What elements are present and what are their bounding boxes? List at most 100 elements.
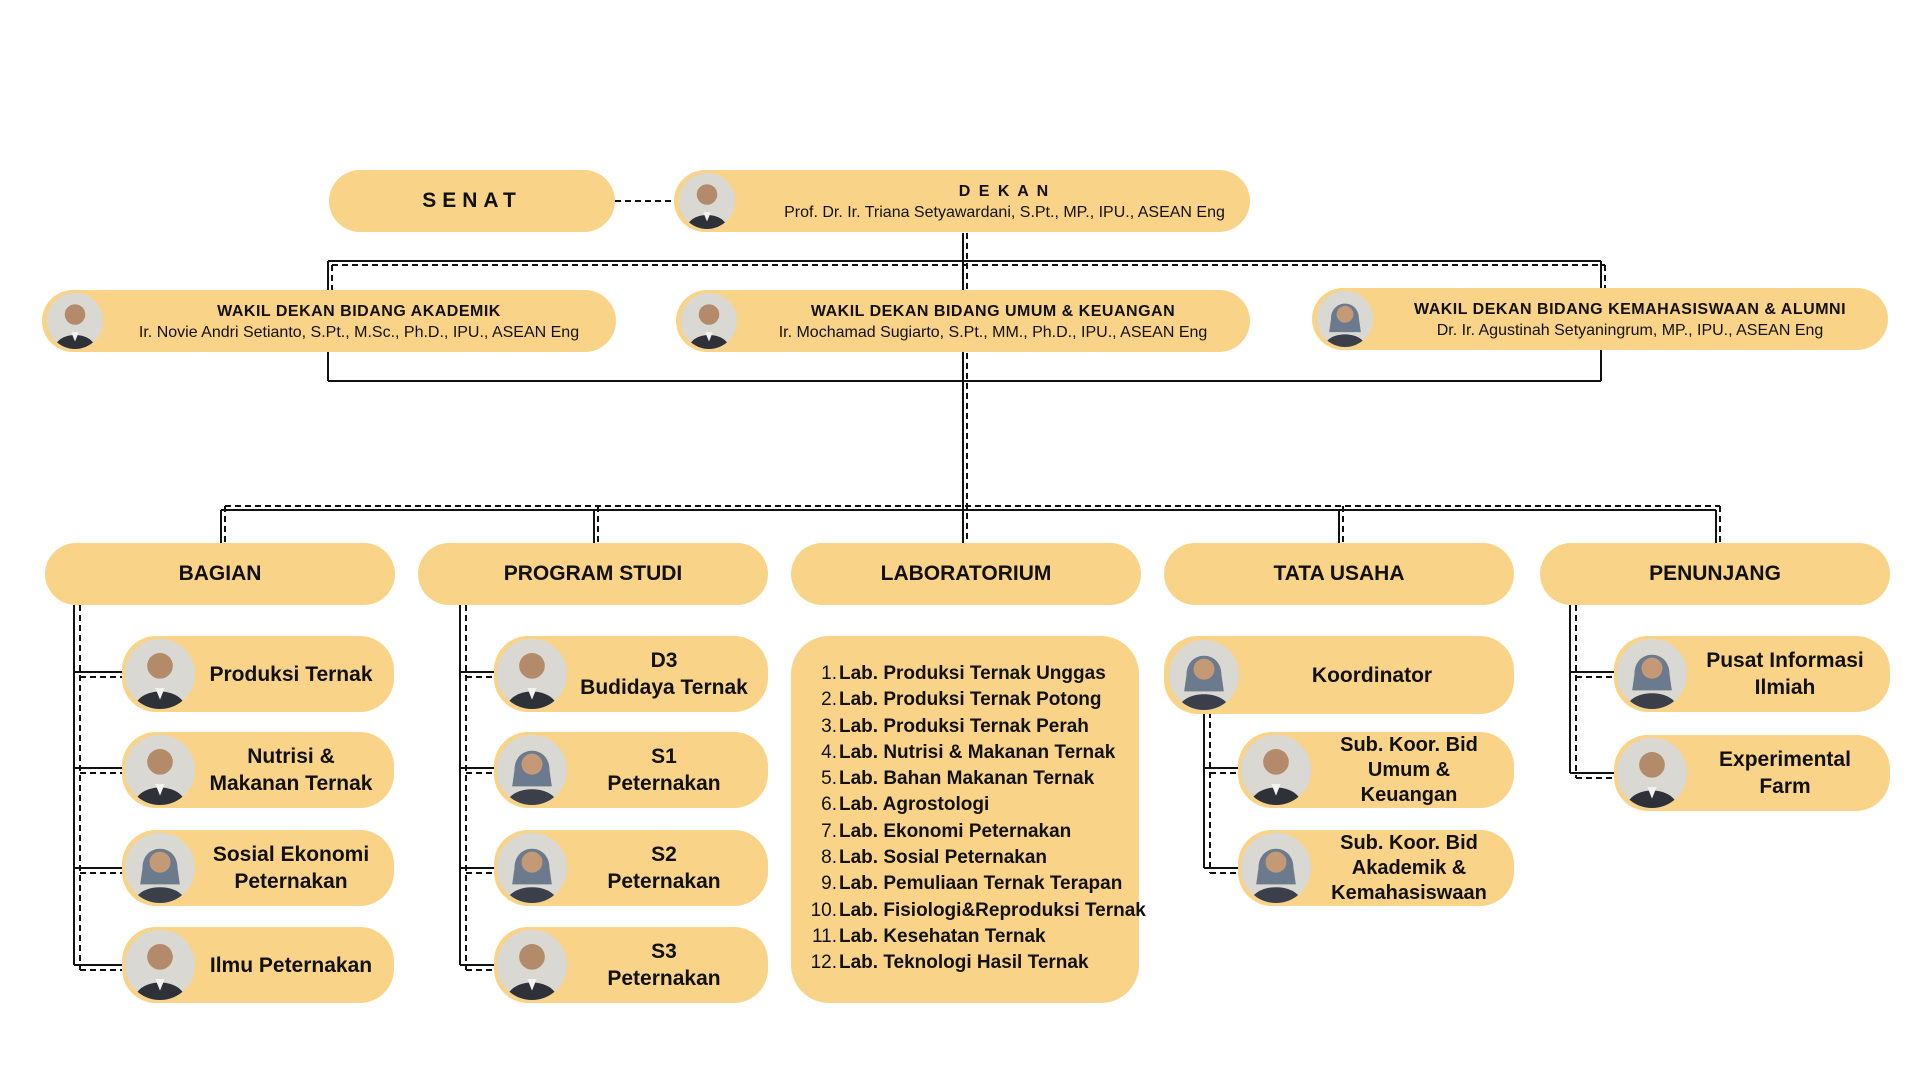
- unit-bagian-label: BAGIAN: [178, 562, 262, 585]
- prodi-item-line: S3: [651, 940, 677, 963]
- unit-penunjang-label: PENUNJANG: [1649, 562, 1781, 585]
- bagian-item-line: Nutrisi &: [247, 745, 335, 768]
- dekan-box: D E K A N Prof. Dr. Ir. Triana Setyaward…: [674, 170, 1250, 232]
- prodi-item-line: Peternakan: [607, 870, 721, 893]
- unit-penunjang: PENUNJANG: [1540, 543, 1890, 605]
- unit-laboratorium: LABORATORIUM: [791, 543, 1141, 605]
- unit-program-studi: PROGRAM STUDI: [418, 543, 768, 605]
- bagian-avatar: [122, 732, 198, 808]
- senat-box: SENAT: [329, 170, 615, 232]
- wakil-dekan-akademik-name: Ir. Novie Andri Setianto, S.Pt., M.Sc., …: [138, 324, 580, 341]
- prodi-avatar: [494, 636, 570, 712]
- prodi-avatar: [494, 830, 570, 906]
- lab-item: 6.Lab. Agrostologi: [803, 792, 1146, 818]
- unit-laboratorium-label: LABORATORIUM: [880, 562, 1052, 585]
- lab-item: 1.Lab. Produksi Ternak Unggas: [803, 661, 1146, 687]
- penunjang-item-line: Experimental: [1719, 748, 1851, 771]
- wakil-dekan-kemahasiswaan-title: WAKIL DEKAN BIDANG KEMAHASISWAAN & ALUMN…: [1413, 301, 1847, 318]
- lab-item-number: 3.: [821, 715, 837, 737]
- lab-item-number: 8.: [821, 847, 837, 869]
- prodi-item-line: Peternakan: [607, 967, 721, 990]
- penunjang-item-line: Ilmiah: [1754, 676, 1816, 699]
- tata-usaha-sub-line: Sub. Koor. Bid: [1340, 831, 1478, 854]
- unit-bagian: BAGIAN: [45, 543, 395, 605]
- lab-item: 8.Lab. Sosial Peternakan: [803, 845, 1146, 871]
- wakil-dekan-umum-box: WAKIL DEKAN BIDANG UMUM & KEUANGAN Ir. M…: [676, 290, 1250, 352]
- wakil-dekan-umum-title: WAKIL DEKAN BIDANG UMUM & KEUANGAN: [810, 303, 1176, 320]
- lab-item-number: 7.: [821, 820, 837, 842]
- prodi-item-line: S1: [651, 745, 677, 768]
- lab-item-number: 4.: [821, 741, 837, 763]
- lab-item-name: Lab. Bahan Makanan Ternak: [839, 768, 1095, 790]
- wakil-dekan-akademik-avatar: [44, 290, 106, 352]
- bagian-item-line: Ilmu Peternakan: [209, 953, 373, 977]
- penunjang-item-line: Farm: [1759, 775, 1811, 798]
- lab-item: 9.Lab. Pemuliaan Ternak Terapan: [803, 871, 1146, 897]
- lab-item-name: Lab. Nutrisi & Makanan Ternak: [839, 741, 1116, 763]
- tata-usaha-sub-line: Umum &: [1367, 758, 1451, 781]
- penunjang-avatar: [1614, 636, 1690, 712]
- lab-item-name: Lab. Produksi Ternak Potong: [839, 689, 1102, 711]
- bagian-avatar: [122, 636, 198, 712]
- wakil-dekan-kemahasiswaan-box: WAKIL DEKAN BIDANG KEMAHASISWAAN & ALUMN…: [1312, 288, 1888, 350]
- lab-item: 5.Lab. Bahan Makanan Ternak: [803, 766, 1146, 792]
- unit-tata-usaha: TATA USAHA: [1164, 543, 1514, 605]
- lab-item-name: Lab. Teknologi Hasil Ternak: [839, 952, 1089, 974]
- lab-item: 4.Lab. Nutrisi & Makanan Ternak: [803, 740, 1146, 766]
- lab-item-number: 9.: [821, 873, 837, 895]
- bagian-item-line: Makanan Ternak: [209, 772, 373, 795]
- dekan-avatar: [676, 170, 738, 232]
- laboratorium-list: 1.Lab. Produksi Ternak Unggas 2.Lab. Pro…: [803, 661, 1146, 977]
- tata-usaha-sub-line: Akademik &: [1351, 856, 1467, 879]
- wakil-dekan-kemahasiswaan-avatar: [1314, 288, 1376, 350]
- lab-item-name: Lab. Sosial Peternakan: [839, 847, 1048, 869]
- tata-usaha-sub-avatar: [1238, 732, 1314, 808]
- lab-item-number: 12.: [810, 952, 837, 974]
- lab-item: 12.Lab. Teknologi Hasil Ternak: [803, 950, 1146, 976]
- wakil-dekan-akademik-box: WAKIL DEKAN BIDANG AKADEMIK Ir. Novie An…: [42, 290, 616, 352]
- lab-item-number: 2.: [821, 689, 837, 711]
- prodi-avatar: [494, 927, 570, 1003]
- unit-tata-usaha-label: TATA USAHA: [1273, 562, 1405, 585]
- wakil-dekan-umum-avatar: [678, 290, 740, 352]
- prodi-item-line: Peternakan: [607, 772, 721, 795]
- lab-item-name: Lab. Agrostologi: [839, 794, 990, 816]
- senat-label: SENAT: [422, 189, 522, 212]
- tata-usaha-sub-avatar: [1238, 830, 1314, 906]
- penunjang-avatar: [1614, 735, 1690, 811]
- lab-item-name: Lab. Pemuliaan Ternak Terapan: [839, 873, 1123, 895]
- lab-item-name: Lab. Produksi Ternak Perah: [839, 715, 1089, 737]
- koordinator-avatar: [1166, 637, 1242, 713]
- tata-usaha-sub-line: Kemahasiswaan: [1331, 881, 1487, 904]
- lab-item-number: 11.: [811, 925, 837, 947]
- penunjang-item-line: Pusat Informasi: [1706, 649, 1864, 672]
- lab-item: 11.Lab. Kesehatan Ternak: [803, 924, 1146, 950]
- tata-usaha-sub-line: Sub. Koor. Bid: [1340, 733, 1478, 756]
- bagian-item-line: Peternakan: [234, 870, 348, 893]
- lab-item-number: 10.: [810, 899, 837, 921]
- lab-item: 7.Lab. Ekonomi Peternakan: [803, 819, 1146, 845]
- prodi-item-line: S2: [651, 843, 677, 866]
- lab-item-number: 6.: [821, 794, 837, 816]
- lab-item: 10.Lab. Fisiologi&Reproduksi Ternak: [803, 898, 1146, 924]
- unit-program-studi-label: PROGRAM STUDI: [503, 562, 683, 585]
- lab-item-name: Lab. Ekonomi Peternakan: [839, 820, 1072, 842]
- wakil-dekan-akademik-title: WAKIL DEKAN BIDANG AKADEMIK: [217, 303, 501, 320]
- prodi-avatar: [494, 732, 570, 808]
- prodi-item-line: D3: [650, 649, 678, 672]
- lab-item: 2.Lab. Produksi Ternak Potong: [803, 687, 1146, 713]
- lab-item-number: 5.: [821, 768, 837, 790]
- lab-item: 3.Lab. Produksi Ternak Perah: [803, 714, 1146, 740]
- lab-item-number: 1.: [821, 663, 837, 684]
- lab-item-name: Lab. Produksi Ternak Unggas: [839, 663, 1106, 684]
- tata-usaha-koordinator-label: Koordinator: [1311, 663, 1433, 687]
- laboratorium-list-box: 1.Lab. Produksi Ternak Unggas 2.Lab. Pro…: [791, 636, 1146, 1003]
- bagian-avatar: [122, 927, 198, 1003]
- lab-item-name: Lab. Fisiologi&Reproduksi Ternak: [839, 899, 1146, 921]
- tata-usaha-sub-line: Keuangan: [1360, 783, 1458, 806]
- dekan-title: D E K A N: [958, 183, 1051, 200]
- dekan-name: Prof. Dr. Ir. Triana Setyawardani, S.Pt.…: [784, 204, 1225, 221]
- prodi-item-line: Budidaya Ternak: [580, 676, 748, 699]
- lab-item-name: Lab. Kesehatan Ternak: [839, 925, 1046, 947]
